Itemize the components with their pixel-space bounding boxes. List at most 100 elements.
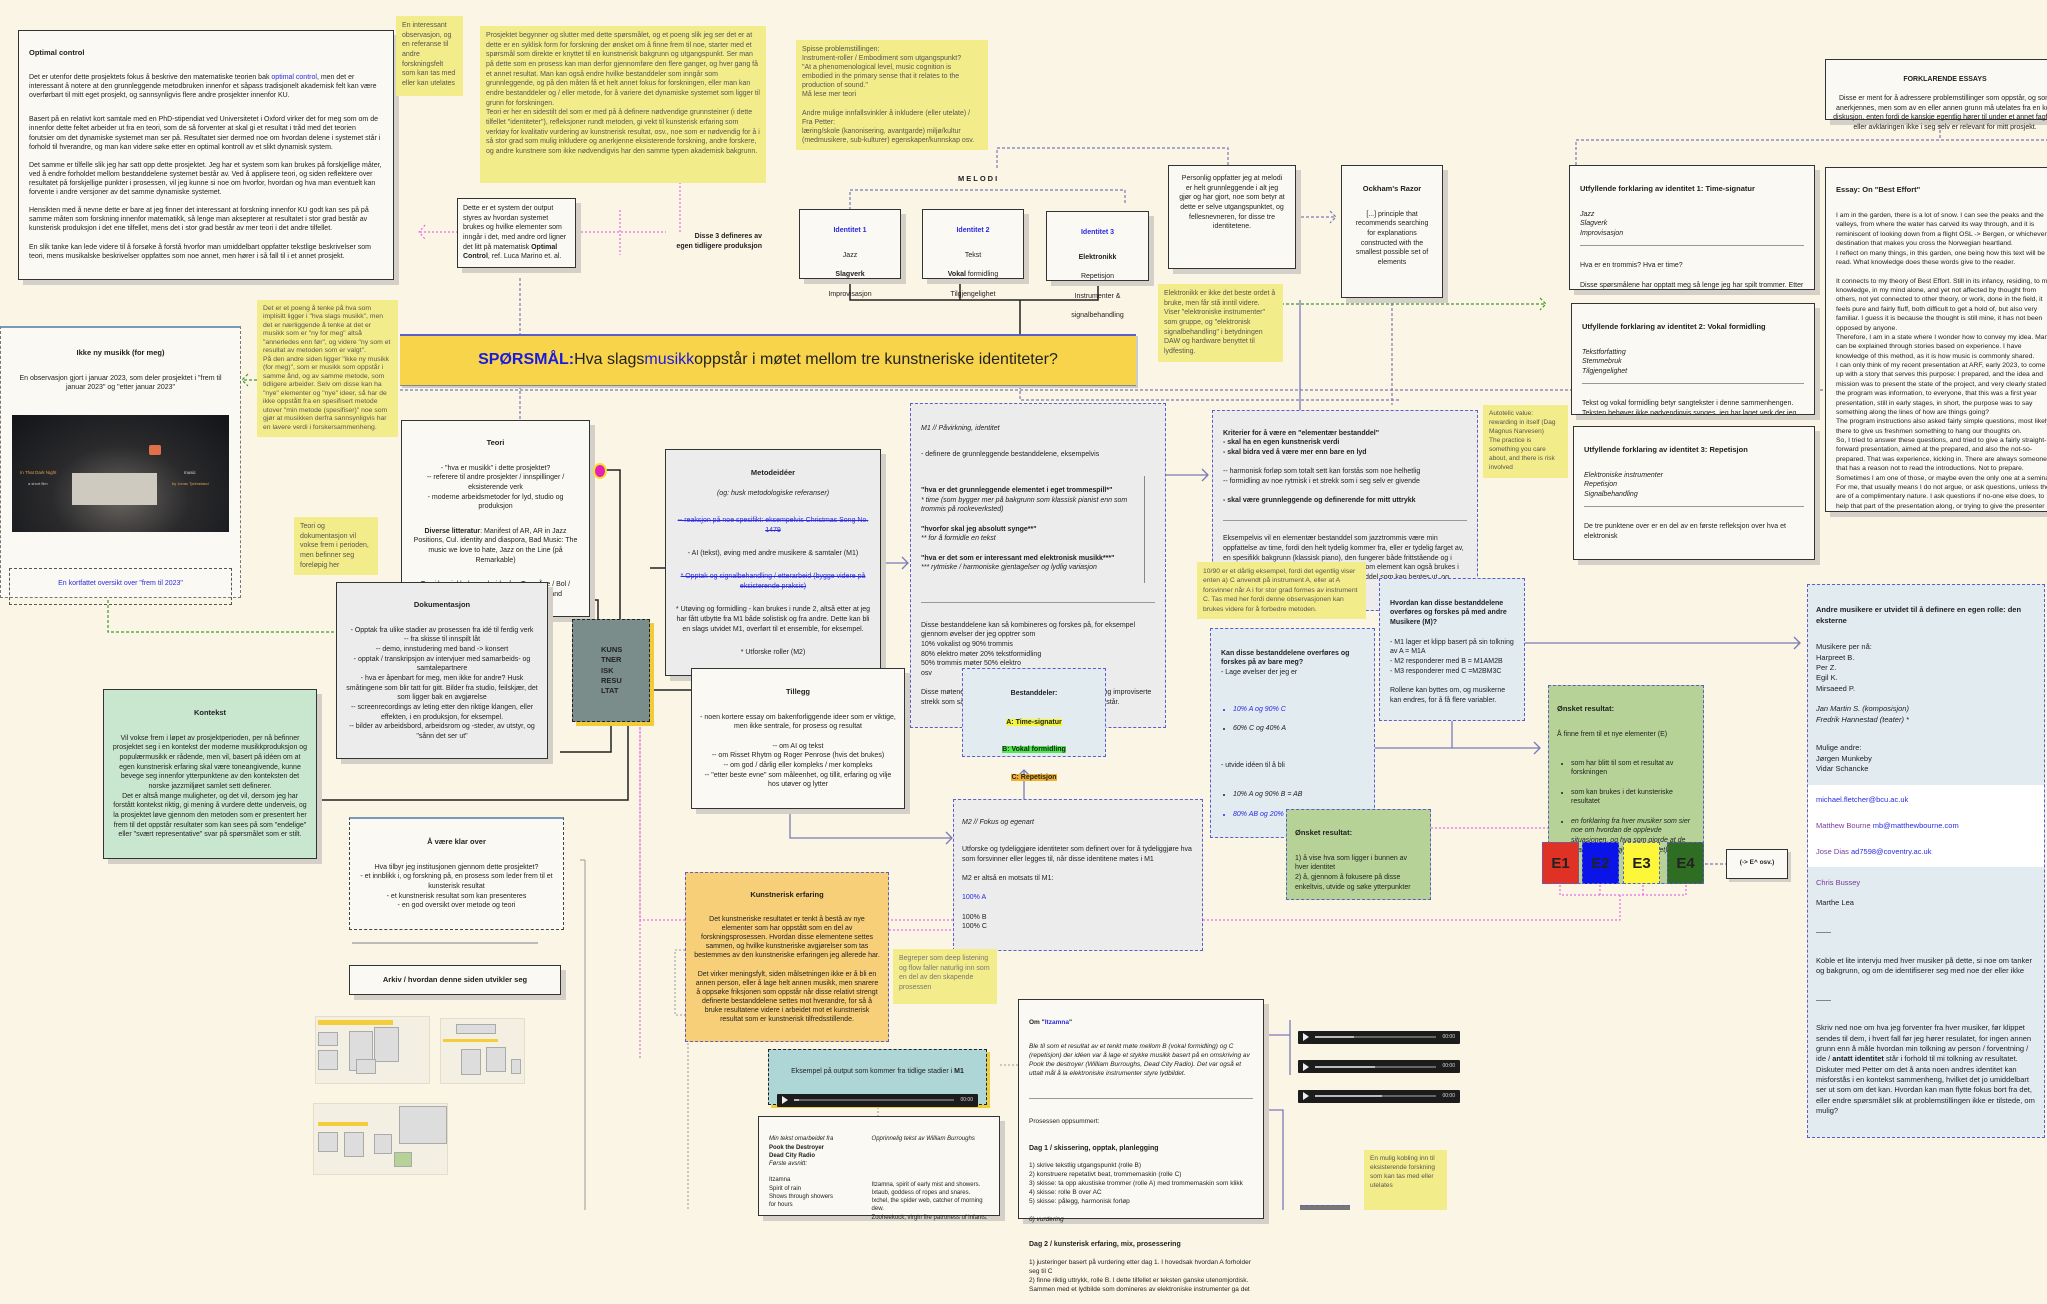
card-title: Kriterier for å være en "elementær besta… — [1223, 429, 1380, 437]
element-e1[interactable]: E1 — [1542, 842, 1579, 884]
card-title: Essay: On "Best Effort" — [1836, 185, 1921, 195]
text: Dette er et system der output styres av … — [463, 205, 567, 251]
text: Det er utenfor dette prosjektets fokus å… — [29, 73, 272, 81]
day-heading: Dag 2 / kunsterisk erfaring, mix, proses… — [1029, 1241, 1181, 1249]
separator: —— — [1816, 926, 1831, 936]
element-e4[interactable]: E4 — [1667, 842, 1704, 884]
card-title: Å være klar over — [427, 836, 486, 846]
card-text: - Opptak fra ulike stadier av prosessen … — [346, 626, 538, 740]
element-label: E2 — [1591, 854, 1610, 872]
email-link[interactable]: ad7598@coventry.ac.uk — [1851, 846, 1932, 856]
andre-musikere-card: Andre musikere er utvidet til å definere… — [1807, 584, 2045, 1138]
struck-item[interactable]: * Opptak og signalbehandling / etterarbe… — [680, 573, 866, 590]
archive-thumbnail-1[interactable] — [315, 1016, 430, 1084]
card-text: En observasjon gjort i januar 2023, som … — [19, 374, 222, 392]
element-e3[interactable]: E3 — [1623, 842, 1660, 884]
card-text: Koble et lite intervju med hver musiker … — [1816, 955, 2032, 975]
musicians-list-italic: Jan Martin S. (komposisjon) Fredrik Hann… — [1816, 704, 1909, 724]
text-bold: Optimal Control — [463, 243, 558, 261]
seek-bar[interactable] — [1315, 1036, 1437, 1039]
archive-thumbnail-3[interactable] — [313, 1103, 448, 1175]
element-e2[interactable]: E2 — [1582, 842, 1619, 884]
card-text: Vil vokse frem i løpet av prosjektperiod… — [112, 734, 308, 839]
contact-name: Chris Bussey — [1816, 877, 1861, 887]
separator: —— — [1816, 994, 1831, 1004]
card-title: Hvordan kan disse bestanddelene overføre… — [1390, 599, 1507, 626]
audio-player[interactable]: 00:00 — [1298, 1030, 1460, 1044]
identity-3-card[interactable]: Identitet 3 Elektronikk Repetisjon Instr… — [1046, 211, 1149, 319]
system-note-box: Dette er et system der output styres av … — [457, 198, 576, 268]
dokumentasjon-card: Dokumentasjon - Opptak fra ulike stadier… — [336, 582, 548, 760]
sticky-note-cyclic: Prosjektet begynner og slutter med dette… — [480, 26, 766, 183]
email-link[interactable]: michael.fletcher@bcu.ac.uk — [1816, 795, 1909, 805]
m2-value: 100% A — [962, 894, 987, 902]
list-item: 10% A og 90% C — [1233, 705, 1364, 715]
card-text: - definere de grunnleggende bestanddelen… — [921, 450, 1100, 458]
card-text: Å finne frem til et nye elementer (E) — [1557, 730, 1668, 738]
struck-item[interactable]: -- reaksjon på noe spesifikt: eksempelvi… — [677, 516, 869, 534]
card-title: Tillegg — [785, 686, 811, 696]
defined-label: Disse 3 defineres av egen tidligere prod… — [676, 233, 762, 250]
image-subtitle-text: a short film — [28, 480, 48, 486]
card-title: Ikke ny musikk (for meg) — [76, 347, 165, 357]
play-icon[interactable] — [1303, 1092, 1309, 1101]
sticky-note-autotelic: Autotelic value: rewarding in itself (Da… — [1483, 405, 1568, 478]
image-credit-text: by Jonas Tjelmeland — [172, 480, 209, 486]
seek-bar[interactable] — [1315, 1095, 1437, 1098]
play-icon[interactable] — [1303, 1062, 1309, 1071]
overview-link[interactable]: En kortfattet oversikt over "frem til 20… — [58, 580, 183, 588]
audio-player[interactable]: 00:00 — [1298, 1060, 1460, 1074]
card-title: Ønsket resultat: — [1557, 703, 1615, 713]
card-text: 1) å vise hva som ligger i bunnen av hve… — [1295, 854, 1411, 891]
element-label: E1 — [1551, 854, 1570, 872]
card-text: Utforske og tydeliggjøre identiteter som… — [962, 845, 1192, 882]
sticky-note-observation: En interessant observasjon, og en refera… — [396, 16, 463, 96]
card-text: Det kunstneriske resultatet er tenkt å b… — [694, 915, 880, 1023]
text: Min tekst omarbeidet fra — [769, 1136, 834, 1143]
kunstnerisk-resultat-node[interactable]: KUNS TNER ISK RESU LTAT — [572, 619, 650, 722]
list-item: 10% A og 90% B = AB — [1233, 790, 1364, 800]
card-title: Bestanddeler: — [1010, 689, 1058, 697]
time-display: 00:00 — [960, 1097, 973, 1104]
question-highlight: musikk — [644, 351, 695, 369]
seek-bar[interactable] — [1315, 1065, 1437, 1068]
element-label: E4 — [1676, 854, 1695, 872]
optimal-control-link[interactable]: optimal control — [271, 73, 317, 81]
play-icon[interactable] — [1303, 1033, 1309, 1042]
card-text: 1) skrive tekstlig utgangspunkt (rolle B… — [1029, 1162, 1243, 1206]
card-title: Ønsket resultat: — [1295, 827, 1353, 837]
arkiv-box[interactable]: Arkiv / hvordan denne siden utvikler seg — [349, 965, 561, 995]
itzamna-link[interactable]: Itzamna — [1044, 1018, 1069, 1026]
card-text: - AI (tekst), øving med andre musikere &… — [687, 549, 859, 557]
play-icon[interactable] — [782, 1096, 788, 1105]
card-items: Elektroniske instrumenter Repetisjon Sig… — [1584, 471, 1663, 498]
email-link[interactable]: mb@matthewbourne.com — [1872, 820, 1959, 830]
location-pin-icon[interactable] — [593, 463, 607, 479]
literature-text: : Manifest of AR, AR in Jazz Positions, … — [413, 527, 578, 564]
card-text: Hva tilbyr jeg institusjonen gjennom det… — [360, 863, 553, 910]
card-title: Utfyllende forklaring av identitet 2: Vo… — [1582, 321, 1766, 331]
identity-bold: Vokal — [947, 271, 966, 279]
lamp-shape — [149, 444, 161, 455]
audio-player[interactable]: 00:00 — [777, 1093, 978, 1107]
text: , ref. Luca Marino et. al. — [487, 253, 562, 261]
onsket-resultat-2-card: Ønsket resultat: 1) å vise hva som ligge… — [1286, 809, 1431, 900]
audio-player[interactable]: 00:00 — [1298, 1089, 1460, 1103]
text: Opprinnelig tekst av William Burroughs — [871, 1136, 975, 1143]
seek-bar[interactable] — [794, 1099, 955, 1102]
list-item: som har blitt til som et resultat av for… — [1571, 759, 1695, 778]
list-item: som kan brukes i det kunsteriske resulta… — [1571, 788, 1695, 807]
film-still-image[interactable]: In That Dark Night a short film music by… — [12, 414, 229, 532]
identity-1-card[interactable]: Identitet 1 Jazz Slagverk Improvisasjon — [799, 209, 901, 298]
card-title: Andre musikere er utvidet til å definere… — [1816, 605, 2022, 625]
itzamna-card: Om "Itzamna" Ble til som et resultat av … — [1018, 999, 1264, 1293]
identity-bold: Elektronikk — [1078, 253, 1117, 261]
identity-line: formidling — [965, 271, 999, 279]
identity-title: Identitet 1 — [833, 226, 867, 234]
identity-2-card[interactable]: Identitet 2 Tekst Vokal formidling Tilgj… — [922, 209, 1024, 298]
archive-thumbnail-2[interactable] — [440, 1018, 525, 1084]
table-shape — [72, 472, 157, 505]
text-bold: antatt identitet — [1832, 1054, 1884, 1064]
card-text: Det er utenfor dette prosjektets fokus å… — [29, 73, 383, 100]
